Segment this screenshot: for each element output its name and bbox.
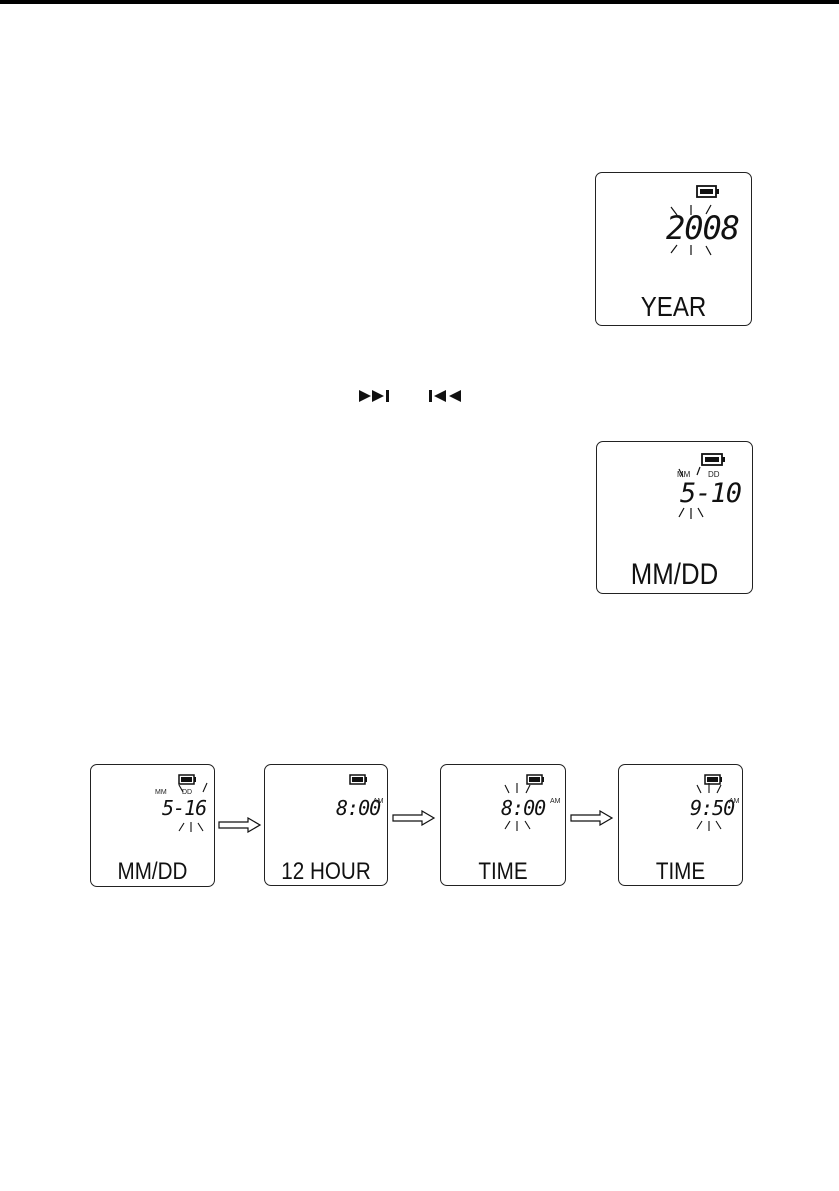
month-tag: MM	[155, 789, 167, 796]
month-tag: MM	[677, 470, 691, 479]
blink-marks	[670, 204, 712, 256]
year-label: YEAR	[640, 291, 707, 322]
lcd-screen-flow-hour: 8:00 AM 12 HOUR	[264, 764, 388, 886]
battery-icon	[178, 774, 196, 785]
lcd-graphics	[504, 774, 544, 831]
lcd-graphics	[670, 185, 719, 256]
battery-icon	[526, 774, 544, 785]
am-indicator: AM	[729, 798, 740, 805]
lcd-graphics	[696, 774, 722, 831]
right-arrow-icon	[570, 810, 614, 826]
day-tag: DD	[708, 470, 720, 479]
hour-mode-label: 12 HOUR	[281, 858, 371, 885]
day-tag: DD	[182, 789, 193, 796]
right-arrow-icon	[392, 810, 436, 826]
time-label: TIME	[655, 858, 706, 885]
next-track-icon	[359, 390, 389, 402]
battery-icon	[696, 185, 719, 198]
time-digits: 8:00	[336, 796, 381, 820]
time-digits: 8:00	[501, 796, 546, 820]
lcd-screen-date: MM DD 5-10 MM/DD	[596, 441, 753, 594]
date-label: MM/DD	[117, 858, 188, 885]
time-digits: 9:50	[690, 796, 735, 820]
lcd-screen-flow-time-set: 9:50 AM TIME	[618, 764, 743, 886]
lcd-graphics	[349, 774, 367, 785]
blink-marks	[696, 783, 722, 831]
top-rule	[0, 0, 839, 4]
lcd-graphics	[678, 453, 725, 519]
year-digits: 2008	[666, 209, 740, 247]
battery-icon	[349, 774, 367, 785]
blink-marks	[178, 782, 208, 832]
right-arrow-icon	[218, 817, 262, 833]
date-label: MM/DD	[630, 558, 719, 591]
am-indicator: AM	[373, 798, 384, 805]
time-label: TIME	[478, 858, 528, 885]
lcd-screen-flow-date: MM DD 5-16 MM/DD	[90, 764, 215, 887]
lcd-graphics	[178, 774, 208, 832]
date-digits: 5-10	[680, 478, 742, 509]
lcd-screen-flow-time: 8:00 AM TIME	[440, 764, 566, 886]
battery-icon	[704, 774, 722, 785]
battery-icon	[701, 453, 725, 466]
lcd-screen-year: 2008 YEAR	[595, 172, 752, 326]
date-digits: 5-16	[162, 796, 207, 820]
previous-track-icon	[429, 390, 461, 402]
blink-marks	[678, 466, 704, 519]
am-indicator: AM	[550, 798, 561, 805]
blink-marks	[504, 783, 531, 831]
